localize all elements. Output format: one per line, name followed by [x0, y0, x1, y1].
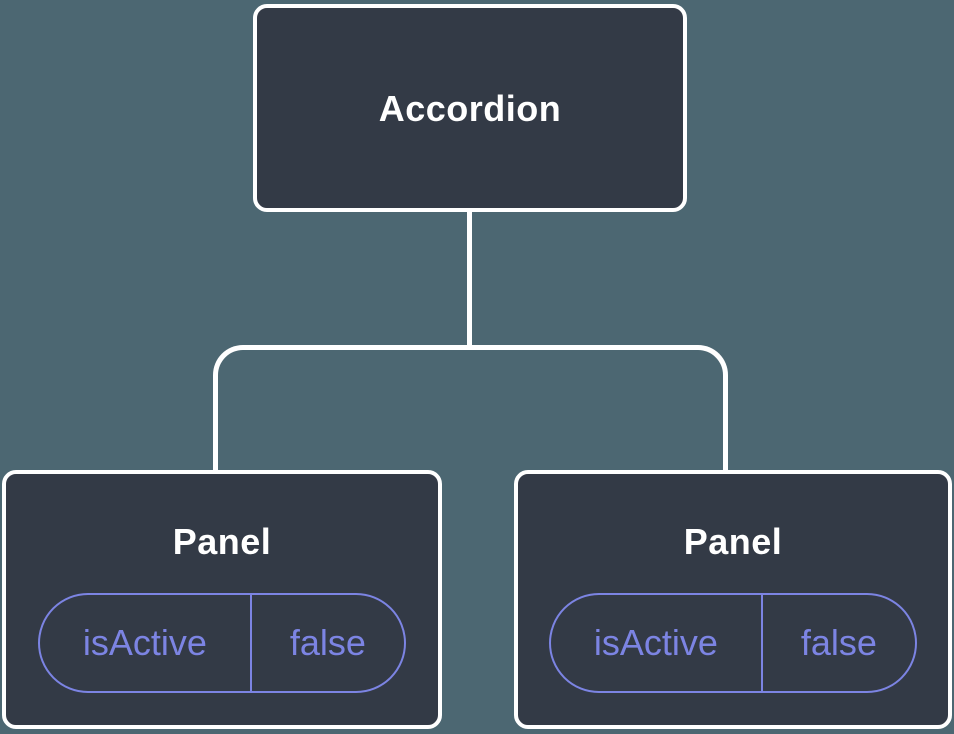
- connector-bracket: [213, 345, 728, 471]
- tree-node-panel-right: Panel isActive false: [514, 470, 952, 729]
- state-pill: isActive false: [38, 593, 406, 693]
- tree-node-panel-left: Panel isActive false: [2, 470, 442, 729]
- connector-stem: [467, 210, 472, 348]
- state-name: isActive: [551, 595, 763, 691]
- state-pill: isActive false: [549, 593, 917, 693]
- panel-node-label: Panel: [683, 521, 783, 562]
- state-value: false: [800, 622, 877, 663]
- state-name: isActive: [40, 595, 252, 691]
- panel-node-label: Panel: [172, 521, 272, 562]
- state-value: false: [289, 622, 366, 663]
- accordion-node-label: Accordion: [378, 87, 562, 129]
- tree-node-accordion: Accordion: [253, 4, 687, 212]
